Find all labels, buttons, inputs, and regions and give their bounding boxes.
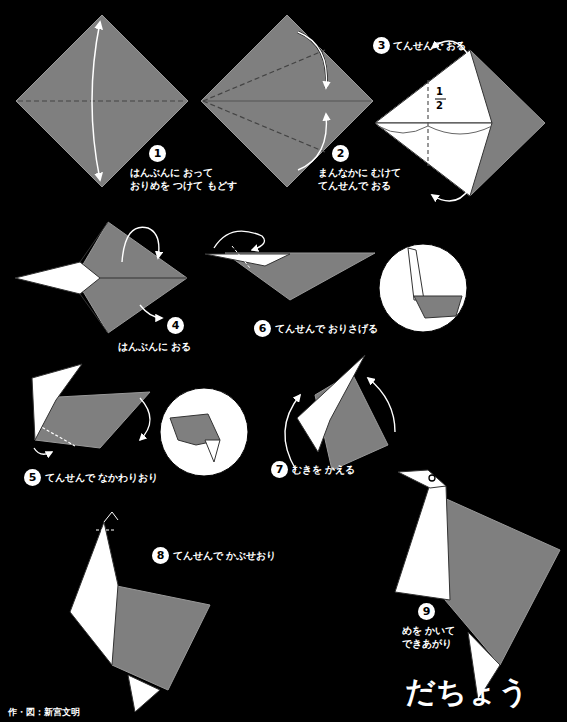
equal-arc <box>378 126 428 133</box>
fold-arrow-shadow <box>298 32 326 88</box>
fraction-number: 1 <box>436 86 443 98</box>
step-instruction: てんせんで おりさげる <box>275 322 378 335</box>
fold-line <box>203 101 325 152</box>
step-number: 9 <box>418 603 435 620</box>
paper-neck <box>408 248 424 300</box>
paper-flap <box>375 50 492 123</box>
fold-arrow <box>298 114 326 170</box>
step-instruction: はんぶんに おって おりめを つけて もどす <box>130 166 255 192</box>
fold-arrow <box>298 32 326 88</box>
fold-arrow <box>140 398 150 440</box>
paper-point <box>15 262 100 294</box>
paper-body <box>414 296 462 318</box>
detail-circle <box>379 244 467 332</box>
credit: 作・図：新宮文明 <box>8 706 80 718</box>
step-instruction: むきを かえる <box>292 463 355 476</box>
step-instruction: てんせんで かぶせおり <box>173 549 276 562</box>
turn-arrow <box>368 378 395 432</box>
step-instruction: めを かいて できあがり <box>402 624 482 650</box>
step-number: 5 <box>24 469 41 486</box>
fold-line <box>38 425 75 446</box>
paper-neck <box>70 522 118 665</box>
edge-line <box>100 278 187 279</box>
fold-line <box>427 80 428 166</box>
eye <box>429 475 435 481</box>
step-number: 3 <box>373 37 390 54</box>
fold-arrow <box>34 448 52 454</box>
step-instruction: てんせんで なかわりおり <box>45 471 158 484</box>
paper-head <box>398 470 446 488</box>
fold-arrow <box>214 231 264 250</box>
fraction-number: 2 <box>436 100 443 112</box>
turn-arrow <box>285 395 300 470</box>
fold-arrow <box>122 227 159 262</box>
paper-body <box>112 585 210 690</box>
edge-line <box>80 294 108 333</box>
fold-arrow <box>92 22 100 180</box>
step-instruction: はんぶんに おる <box>118 340 191 353</box>
detail-circle <box>160 388 248 476</box>
paper-square <box>16 15 188 187</box>
edge-line <box>80 222 108 262</box>
step-number: 6 <box>254 320 271 337</box>
title: だちょう <box>405 672 529 713</box>
crease-line <box>203 101 371 102</box>
paper-neck <box>395 484 450 600</box>
head-outline <box>104 512 118 522</box>
paper-flap <box>375 123 492 196</box>
fold-line <box>232 246 250 268</box>
fold-arrow <box>432 188 470 201</box>
step-number: 7 <box>271 461 288 478</box>
fold-line <box>203 50 325 101</box>
step-number: 4 <box>167 317 184 334</box>
paper-body <box>442 497 560 665</box>
paper-square <box>201 15 373 187</box>
paper-leg <box>205 440 220 462</box>
step-instruction: まんなかに むけて てんせんで おる <box>318 166 443 192</box>
paper-neck <box>205 254 290 266</box>
fraction-bar <box>435 99 446 100</box>
fold-line <box>96 529 116 530</box>
step-number: 8 <box>152 547 169 564</box>
paper-neck <box>297 355 365 452</box>
fold-line <box>18 100 186 101</box>
paper-neck <box>32 364 82 440</box>
step-number: 1 <box>149 145 166 162</box>
fold-arrow <box>140 305 162 318</box>
paper-leg <box>128 675 160 712</box>
equal-arc <box>428 126 492 134</box>
step-instruction: てんせんで おる <box>393 39 466 52</box>
step-number: 2 <box>332 145 349 162</box>
